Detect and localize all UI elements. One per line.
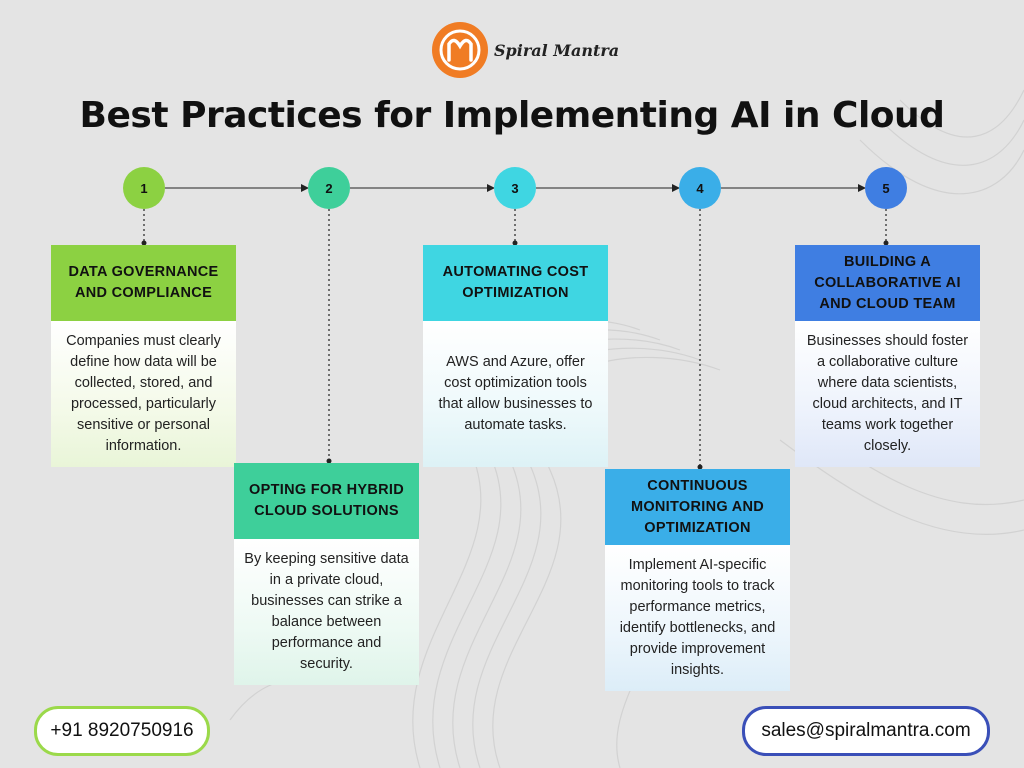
connector-dot-2 <box>326 458 332 464</box>
step-card-text: Companies must clearly define how data w… <box>51 321 236 467</box>
step-card-heading: DATA GOVERNANCE AND COMPLIANCE <box>51 245 236 321</box>
connector-dot-4 <box>697 464 703 470</box>
connector-dot-1 <box>141 240 147 246</box>
step-number-circle: 5 <box>865 167 907 209</box>
email-contact[interactable]: sales@spiralmantra.com <box>742 706 990 756</box>
page-title: Best Practices for Implementing AI in Cl… <box>79 95 945 136</box>
brand-name: Spiral Mantra <box>494 40 620 60</box>
step-number-circle: 1 <box>123 167 165 209</box>
connector-dot-5 <box>883 240 889 246</box>
phone-contact[interactable]: +91 8920750916 <box>34 706 210 756</box>
phone-number: +91 8920750916 <box>50 720 194 741</box>
step-card-text: AWS and Azure, offer cost optimization t… <box>423 321 608 467</box>
step-card-heading: OPTING FOR HYBRID CLOUD SOLUTIONS <box>234 463 419 539</box>
step-number-circle: 2 <box>308 167 350 209</box>
email-address: sales@spiralmantra.com <box>761 720 971 741</box>
step-card: BUILDING A COLLABORATIVE AI AND CLOUD TE… <box>795 245 980 467</box>
step-number-circle: 3 <box>494 167 536 209</box>
brand-logo: Spiral Mantra <box>432 22 619 78</box>
step-number-circle: 4 <box>679 167 721 209</box>
step-card-text: Businesses should foster a collaborative… <box>795 321 980 467</box>
step-card-heading: CONTINUOUS MONITORING AND OPTIMIZATION <box>605 469 790 545</box>
step-card-text: By keeping sensitive data in a private c… <box>234 539 419 685</box>
step-card-heading: BUILDING A COLLABORATIVE AI AND CLOUD TE… <box>795 245 980 321</box>
connector-dot-3 <box>512 240 518 246</box>
step-card-text: Implement AI-specific monitoring tools t… <box>605 545 790 691</box>
step-card-heading: AUTOMATING COST OPTIMIZATION <box>423 245 608 321</box>
spiral-logo-icon <box>432 22 488 78</box>
